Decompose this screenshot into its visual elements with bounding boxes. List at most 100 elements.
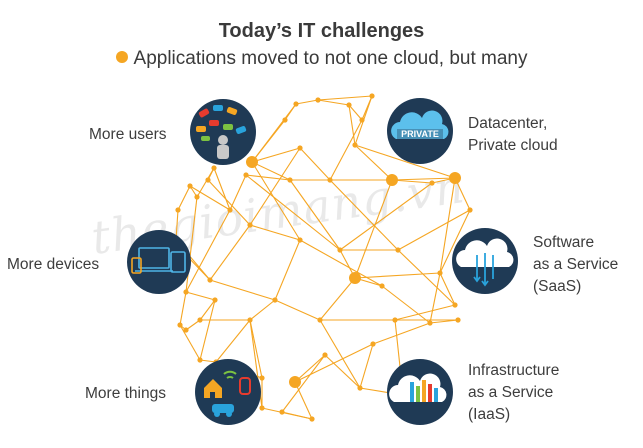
network-dot xyxy=(370,341,376,347)
network-dot xyxy=(197,317,203,323)
network-dot xyxy=(227,207,233,213)
saas-node xyxy=(452,228,518,294)
iot-things-icon xyxy=(204,370,251,417)
network-dot xyxy=(455,317,461,323)
network-link xyxy=(229,174,247,211)
network-link xyxy=(299,239,383,287)
network-dot xyxy=(194,194,200,200)
network-dot xyxy=(207,277,213,283)
network-link xyxy=(397,249,456,306)
users-icon xyxy=(196,105,247,159)
network-link xyxy=(251,161,301,241)
network-link xyxy=(429,272,441,324)
network-dot xyxy=(357,385,363,391)
network-link xyxy=(185,291,216,301)
network-link xyxy=(381,285,431,324)
network-link xyxy=(245,174,341,251)
network-link xyxy=(397,209,471,251)
network-link xyxy=(317,95,373,101)
diagram-title: Today’s IT challenges xyxy=(218,20,425,42)
network-link xyxy=(324,354,361,389)
network-link xyxy=(209,224,251,281)
things-node-circle xyxy=(195,359,261,425)
network-link xyxy=(179,324,201,361)
network-dot xyxy=(352,142,358,148)
network-dot xyxy=(395,247,401,253)
network-dot xyxy=(293,101,299,107)
network-link xyxy=(295,99,319,105)
network-link xyxy=(391,179,433,184)
devices-node xyxy=(127,230,191,294)
network-dot xyxy=(315,97,321,103)
network-dot xyxy=(279,409,285,415)
private-cloud-label-line2: Private cloud xyxy=(468,137,558,154)
network-link xyxy=(294,381,313,420)
diagram-subtitle: Applications moved to not one cloud, but… xyxy=(0,48,643,70)
network-link xyxy=(284,103,297,121)
network-dot xyxy=(452,302,458,308)
network-dot xyxy=(183,327,189,333)
network-link xyxy=(249,319,263,379)
network-link xyxy=(251,119,286,163)
iaas-cloud-icon xyxy=(389,373,447,402)
private-cloud-node: PRIVATE xyxy=(387,98,453,164)
private-badge: PRIVATE xyxy=(401,129,439,139)
network-link xyxy=(209,279,276,301)
iaas-node xyxy=(387,359,453,425)
network-dot xyxy=(437,270,443,276)
network-link xyxy=(372,322,431,345)
network-link xyxy=(281,354,326,413)
network-link xyxy=(175,209,179,241)
network-link xyxy=(439,177,456,274)
network-link xyxy=(339,182,433,251)
network-dot xyxy=(467,207,473,213)
network-link xyxy=(179,291,187,326)
network-link xyxy=(354,179,393,279)
private-cloud-icon: PRIVATE xyxy=(391,110,449,140)
devices-icon xyxy=(131,247,186,274)
network-dot xyxy=(272,297,278,303)
network-dot xyxy=(287,177,293,183)
network-dot xyxy=(309,416,315,422)
iaas-label: Infrastructure as a Service (IaaS) xyxy=(468,360,559,426)
network-links xyxy=(175,95,471,420)
bullet-dot-icon xyxy=(115,51,128,63)
network-dots xyxy=(173,93,473,422)
network-link xyxy=(185,319,201,331)
network-dot xyxy=(297,145,303,151)
network-dot xyxy=(183,289,189,295)
network-dot xyxy=(429,180,435,186)
network-dot xyxy=(297,237,303,243)
network-link xyxy=(274,299,321,321)
network-dot xyxy=(322,352,328,358)
network-link xyxy=(274,239,301,301)
network-dot xyxy=(346,102,352,108)
network-dot xyxy=(369,93,375,99)
saas-label-line2: as a Service xyxy=(533,256,619,273)
network-dot xyxy=(259,405,265,411)
network-dot xyxy=(392,317,398,323)
network-link xyxy=(199,299,216,361)
network-dot xyxy=(243,172,249,178)
network-link xyxy=(245,174,291,181)
network-dot xyxy=(205,177,211,183)
network-link xyxy=(249,147,301,226)
network-dot xyxy=(327,177,333,183)
network-link xyxy=(348,104,363,121)
network-link xyxy=(299,147,331,181)
network-dot xyxy=(247,317,253,323)
saas-label: Software as a Service (SaaS) xyxy=(533,232,618,298)
network-link xyxy=(391,177,456,181)
network-hub-dot xyxy=(449,172,461,184)
users-label: More users xyxy=(89,126,167,143)
network-dot xyxy=(427,320,433,326)
users-node-circle xyxy=(190,99,256,165)
network-link xyxy=(196,167,215,198)
subtitle-text: Applications moved to not one cloud, but… xyxy=(133,48,528,69)
network-link xyxy=(207,179,251,226)
network-dot xyxy=(317,317,323,323)
network-link xyxy=(348,104,356,146)
saas-cloud-icon xyxy=(456,238,514,287)
network-link xyxy=(281,411,313,420)
network-dot xyxy=(247,222,253,228)
